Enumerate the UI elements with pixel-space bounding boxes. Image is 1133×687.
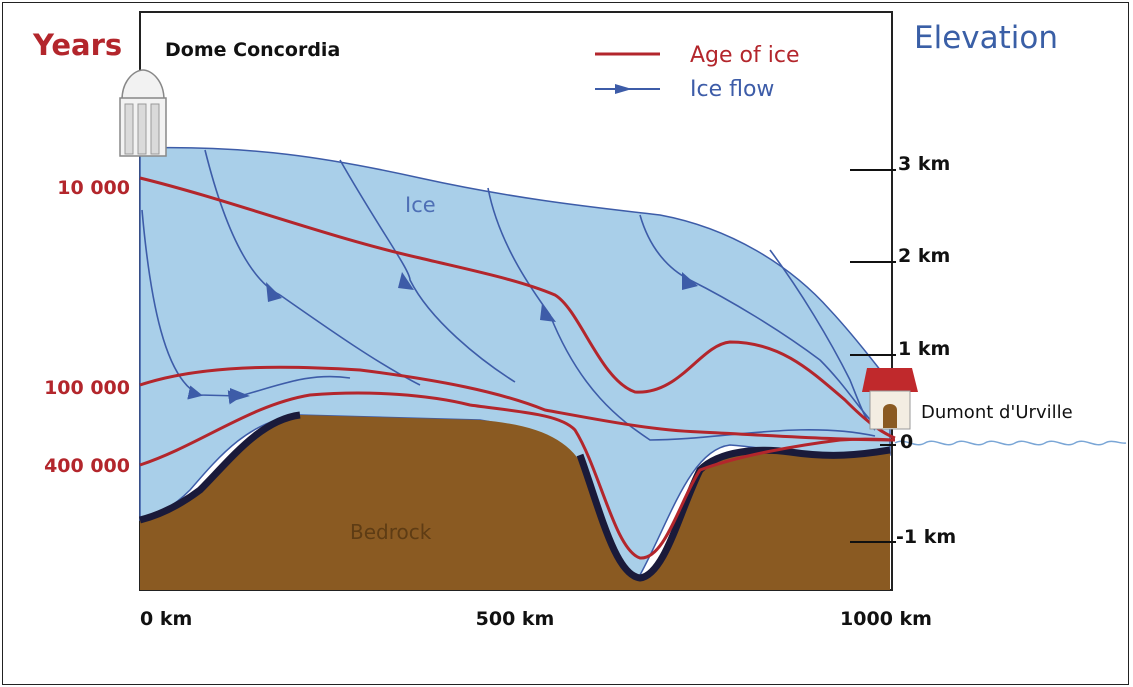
elevation-axis-label: -1 km xyxy=(896,526,956,548)
legend-flow-arrow-icon xyxy=(615,84,632,94)
flow-arrow xyxy=(682,272,698,290)
age-axis-label: 10 000 xyxy=(57,177,130,199)
age-line-100000 xyxy=(139,365,896,442)
flow-line xyxy=(487,187,876,441)
legend-age-label: Age of ice xyxy=(690,43,799,68)
station-label: Dumont d'Urville xyxy=(921,402,1073,423)
bedrock-region-label: Bedrock xyxy=(350,520,432,544)
flow-line xyxy=(339,159,516,383)
dumont-durville-hut-icon xyxy=(862,368,918,430)
flow-line xyxy=(141,209,351,405)
flow-arrow xyxy=(398,272,414,290)
distance-axis-label: 500 km xyxy=(476,608,555,630)
sea-line xyxy=(894,440,1127,446)
site-name-label: Dome Concordia xyxy=(165,39,340,61)
elevation-axis-label: 2 km xyxy=(898,245,950,267)
bedrock-region xyxy=(140,415,890,590)
flow-arrow xyxy=(230,388,250,402)
distance-axis-label: 1000 km xyxy=(840,608,932,630)
distance-axis-label: 0 km xyxy=(140,608,192,630)
elevation-title: Elevation xyxy=(914,20,1058,56)
elevation-axis-label: 1 km xyxy=(898,338,950,360)
age-axis-label: 400 000 xyxy=(44,455,130,477)
age-axis-label: 100 000 xyxy=(44,377,130,399)
elevation-axis-label: 3 km xyxy=(898,153,950,175)
flow-arrow xyxy=(540,303,556,322)
ice-region-label: Ice xyxy=(405,193,436,217)
dome-station-icon xyxy=(119,69,167,157)
age-line-400000 xyxy=(139,391,896,560)
flow-line xyxy=(769,249,876,431)
age-line-10000 xyxy=(139,176,896,440)
legend-flow-label: Ice flow xyxy=(690,77,774,102)
flow-line xyxy=(639,214,876,426)
years-title: Years xyxy=(32,28,122,62)
elevation-axis-label: 0 xyxy=(900,431,913,453)
flow-arrow xyxy=(266,282,282,302)
